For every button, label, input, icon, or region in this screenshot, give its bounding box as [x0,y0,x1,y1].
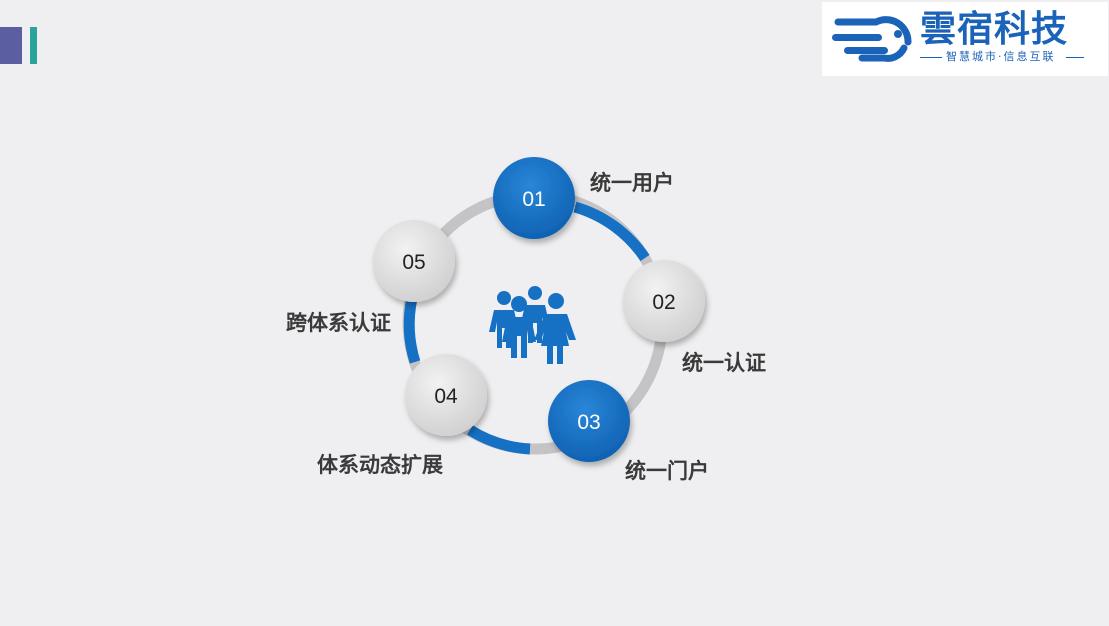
node-02: 02 [623,260,705,342]
ring-segment-04-05 [403,296,421,364]
logo-slogan: 智慧城市·信息互联 [946,50,1056,63]
logo-title: 雲宿科技 [920,9,1069,50]
slogan-divider-right [1066,57,1084,58]
node-label-05: 跨体系认证 [286,311,391,335]
ring-segment-03-04 [467,425,531,455]
node-label-02: 统一认证 [682,351,766,375]
node-01: 01 [493,157,575,239]
node-number-03: 03 [577,411,600,434]
node-05: 05 [373,220,455,302]
logo-mark-icon [832,16,912,62]
node-number-05: 05 [402,251,425,274]
node-03: 03 [548,380,630,462]
node-label-03: 统一门户 [625,459,709,483]
node-04: 04 [405,354,487,436]
node-label-01: 统一用户 [590,171,674,195]
ring-segment-01-02 [573,201,650,262]
slogan-divider-left [920,57,942,58]
title-accent-bar-teal [30,27,37,64]
node-number-01: 01 [522,188,545,211]
node-label-04: 体系动态扩展 [317,453,443,477]
title-accent-bar-purple [0,27,22,64]
node-number-04: 04 [434,385,458,408]
node-number-02: 02 [652,291,675,314]
company-logo: 雲宿科技 智慧城市·信息互联 [822,2,1108,76]
people-group-icon [489,286,576,364]
